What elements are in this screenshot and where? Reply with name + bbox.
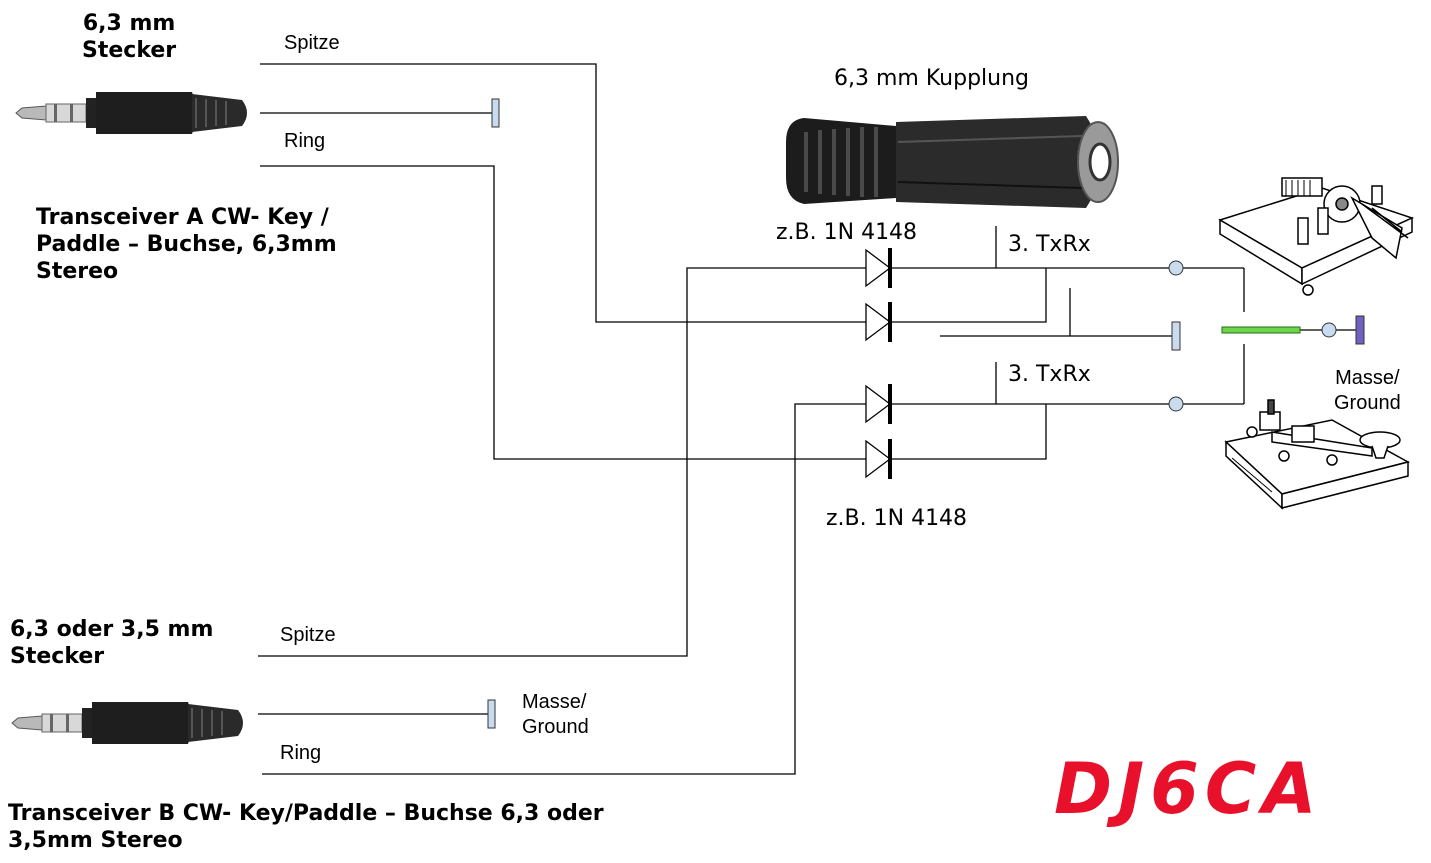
wire-b-tip [258,267,868,657]
straight-key-icon [1224,399,1411,510]
plug-a-caption: Transceiver A CW- Key / Paddle – Buchse,… [36,205,337,284]
plug-b-title: 6,3 oder 3,5 mm Stecker [10,617,214,669]
txrx-label-bottom: 3. TxRx [1008,362,1091,387]
callsign-logo: DJ6CA [1054,748,1323,830]
plug-b-caption: Transceiver B CW- Key/Paddle – Buchse 6,… [8,801,604,853]
plug-b-ground-label: Masse/ Ground [522,691,589,738]
plug-a-wire-ring-label: Ring [284,130,326,152]
txrx-label-top: 3. TxRx [1008,232,1091,257]
diode-label-bottom: z.B. 1N 4148 [826,506,968,531]
paddle-key-icon [1218,177,1415,296]
wire-a-ring [260,165,868,460]
stereo-coupling-icon [786,116,1119,208]
key-ground-label: Masse/ Ground [1334,367,1401,414]
wire-b-ring [262,403,868,775]
plug-b-wire-ring-label: Ring [280,742,322,764]
plug-a-wire-tip-label: Spitze [284,32,340,54]
plug-a-title: 6,3 mm Stecker [82,11,177,63]
wire-a-tip [260,63,868,323]
coupling-title: 6,3 mm Kupplung [834,66,1030,91]
stereo-plug-icon [15,92,247,134]
diode-symbol [865,248,892,479]
stereo-plug-icon [11,702,243,744]
plug-b-wire-tip-label: Spitze [280,624,336,646]
diode-label-top: z.B. 1N 4148 [776,220,918,245]
